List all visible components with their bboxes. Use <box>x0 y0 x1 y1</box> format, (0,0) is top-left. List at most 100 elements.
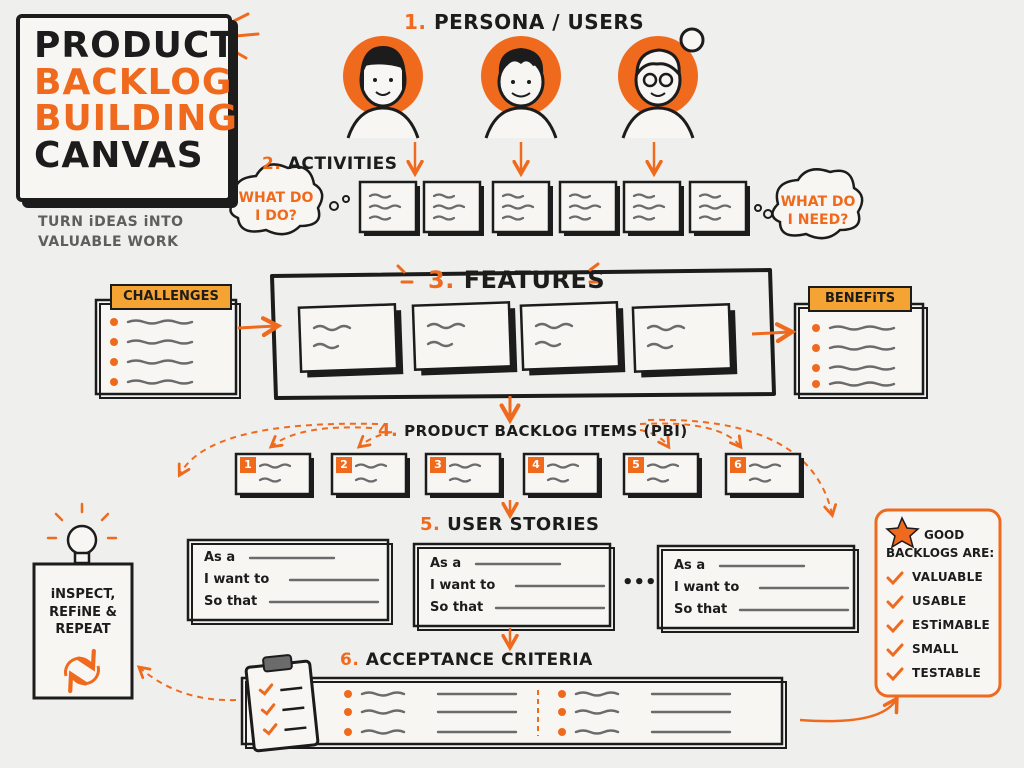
tagline-line-1: TURN iDEAS iNTO <box>38 214 184 230</box>
story-1-i-want-to: I want to <box>204 572 270 587</box>
section-acceptance-title: 6. ACCEPTANCE CRITERIA <box>340 650 593 670</box>
activity-cards <box>358 180 750 236</box>
section-pbi-num: 4. <box>378 420 399 441</box>
section-features-num: 3. <box>428 266 455 294</box>
good-backlog-item: USABLE <box>912 594 967 608</box>
pbi-dashed-arrow-5 <box>639 429 668 446</box>
check-icon <box>886 619 904 634</box>
activity-card <box>491 180 553 236</box>
section-activities-label: ACTIVITIES <box>287 154 398 174</box>
good-backlogs-arrow <box>799 700 896 723</box>
pbi-number-badge: 1 <box>240 457 256 473</box>
title-line-1: PRODUCT <box>34 25 236 66</box>
bullet-dot <box>110 378 118 386</box>
section-pbi-title: 4. PRODUCT BACKLOG ITEMS (PBI) <box>378 420 688 441</box>
feature-card <box>631 303 738 378</box>
bullet-dot <box>110 338 118 346</box>
story-ellipsis: ••• <box>622 572 657 593</box>
section-persona-num: 1. <box>404 10 427 34</box>
thought-left-line-2: I DO? <box>255 207 297 224</box>
persona-2-icon <box>481 36 561 139</box>
section-acceptance-label: ACCEPTANCE CRITERIA <box>365 650 593 670</box>
pbi-card <box>424 452 504 498</box>
pbi-dashed-arrow-1 <box>272 426 373 446</box>
section-persona-label: PERSONA / USERS <box>433 10 645 34</box>
section-persona-title: 1. PERSONA / USERS <box>404 10 644 34</box>
pbi-dashed-arrow-6 <box>639 422 740 446</box>
pbi-number-badge: 2 <box>336 457 352 473</box>
title-box: PRODUCT BACKLOG BUILDING CANVAS <box>16 14 237 202</box>
criteria-bullet <box>558 690 566 698</box>
challenges-arrow <box>237 326 276 328</box>
activity-card <box>688 180 750 236</box>
features-frame <box>270 268 776 400</box>
section-stories-title: 5. USER STORIES <box>420 514 600 535</box>
refresh-cycle-icon <box>64 658 100 683</box>
pbi-number-badge: 6 <box>730 457 746 473</box>
benefits-tag: BENEFiTS <box>808 286 912 312</box>
pbi-number-badge: 3 <box>430 457 446 473</box>
good-backlogs-line-2: BACKLOGS ARE: <box>886 546 995 560</box>
feature-card <box>519 301 626 376</box>
criteria-bullet <box>558 728 566 736</box>
activity-card <box>622 180 684 236</box>
story-2-as-a: As a <box>430 556 462 571</box>
feature-cards <box>297 301 738 378</box>
activity-card <box>358 180 420 236</box>
section-features-label: FEATURES <box>463 266 606 294</box>
persona-3-icon <box>618 27 705 139</box>
bullet-dot <box>110 318 118 326</box>
activity-card <box>422 180 484 236</box>
feature-card <box>297 303 404 378</box>
good-backlog-item: TESTABLE <box>912 666 981 680</box>
bullet-dot <box>812 380 820 388</box>
criteria-bullet <box>344 708 352 716</box>
bullet-dot <box>812 364 820 372</box>
section-activities-num: 2. <box>262 154 282 174</box>
check-icon <box>886 571 904 586</box>
section-features-title: 3. FEATURES <box>428 266 605 294</box>
thought-right-line-1: WHAT DO <box>780 194 856 210</box>
story-1-as-a: As a <box>204 550 236 565</box>
story-1-so-that: So that <box>204 594 258 609</box>
thought-bubble-right <box>771 168 864 240</box>
feature-card <box>411 301 518 376</box>
inspect-text: iNSPECT, REFiNE & REPEAT <box>36 586 130 639</box>
inspect-line-2: REFiNE & <box>49 604 117 620</box>
persona-1-icon <box>343 36 423 139</box>
tagline-line-2: VALUABLE WORK <box>38 234 179 251</box>
story-2-i-want-to: I want to <box>430 578 496 593</box>
title-line-4: CANVAS <box>34 135 204 177</box>
lightbulb-icon <box>66 524 98 565</box>
good-backlog-item: SMALL <box>912 642 959 656</box>
challenges-tag: CHALLENGES <box>110 284 232 310</box>
good-backlogs-line-1: GOOD <box>924 528 965 542</box>
thought-bubble-left <box>229 163 324 236</box>
thought-left-text: WHAT DO I DO? <box>234 190 318 225</box>
pbi-dashed-arrow-far-left <box>180 422 379 474</box>
criteria-bullet <box>344 690 352 698</box>
criteria-bullet <box>558 708 566 716</box>
good-backlog-item: VALUABLE <box>912 570 984 584</box>
pbi-dashed-arrow-far-right <box>647 418 832 514</box>
section-stories-num: 5. <box>420 514 441 535</box>
activity-card <box>558 180 620 236</box>
story-3-so-that: So that <box>674 602 728 617</box>
thought-right-line-2: I NEED? <box>787 211 849 228</box>
title-accent-strokes <box>230 12 260 60</box>
section-acceptance-num: 6. <box>340 650 360 670</box>
section-stories-label: USER STORIES <box>447 514 600 535</box>
check-icon <box>886 643 904 658</box>
star-icon <box>885 516 920 549</box>
pbi-number-badge: 5 <box>628 457 644 473</box>
title-line-2: BACKLOG <box>34 61 233 103</box>
features-sparks <box>396 262 602 284</box>
bullet-dot <box>812 324 820 332</box>
pbi-dashed-arrow-2 <box>360 431 393 446</box>
check-icon <box>886 667 904 682</box>
section-activities-title: 2. ACTIVITIES <box>262 154 398 174</box>
story-2-so-that: So that <box>430 600 484 615</box>
bullet-dot <box>110 358 118 366</box>
thought-right-text: WHAT DO I NEED? <box>776 194 860 229</box>
